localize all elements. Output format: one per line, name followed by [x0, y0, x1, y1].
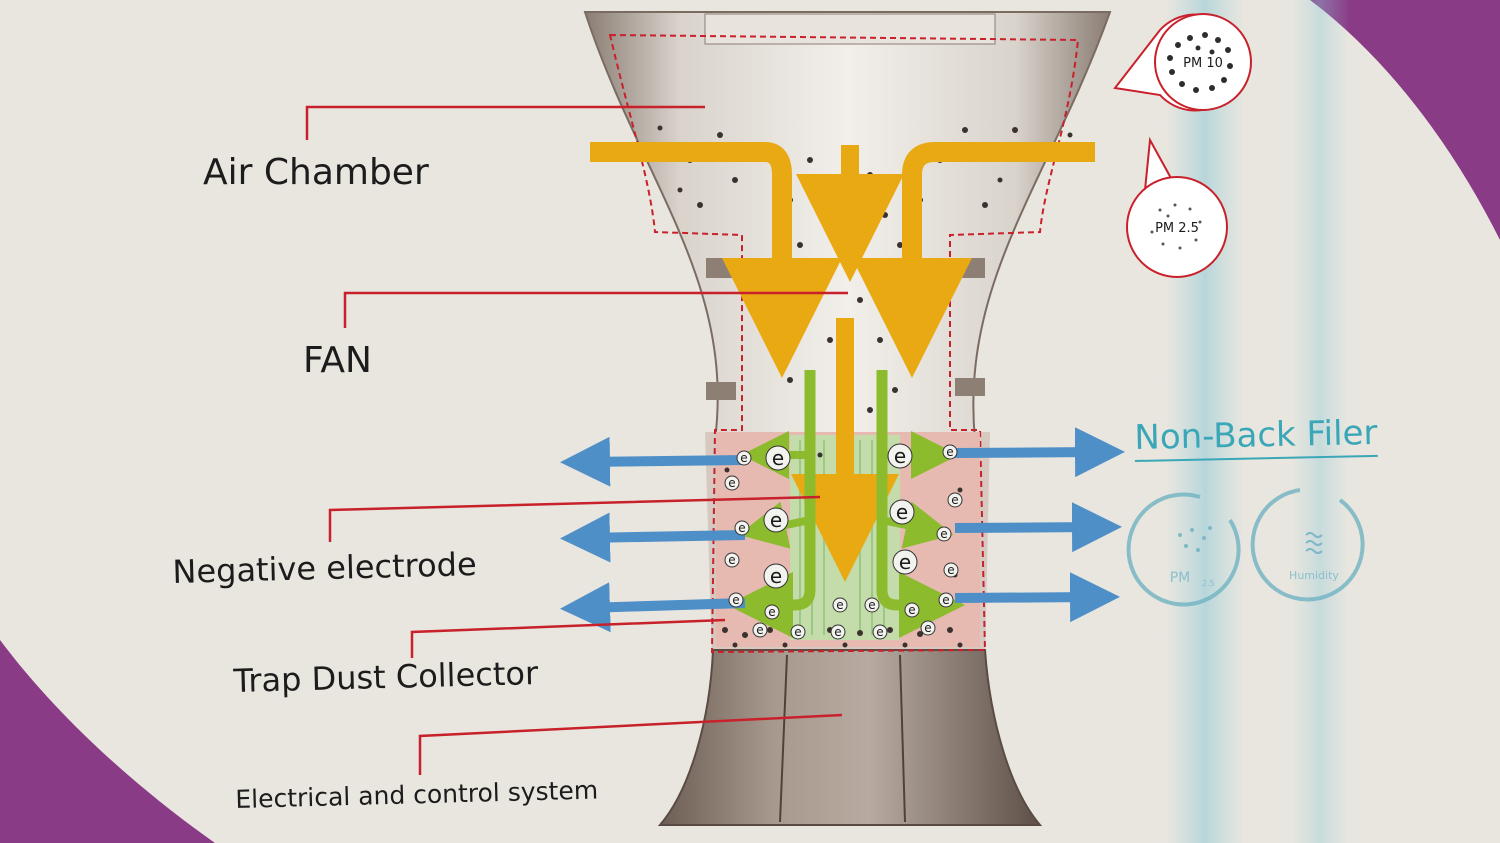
electron-mark: [920, 620, 936, 636]
electron-mark: [889, 499, 915, 525]
electron-symbol: e: [728, 553, 735, 567]
electron-mark: [872, 624, 888, 640]
electron-symbol: e: [740, 451, 747, 465]
electron-mark: [764, 604, 780, 620]
light-streak: [1290, 0, 1350, 843]
electron-symbol: e: [908, 603, 915, 617]
label-negative-electrode: Negative electrode: [172, 545, 478, 591]
electron-mark: [724, 552, 740, 568]
airflow-arrows: [590, 142, 1095, 582]
electron-symbol: e: [756, 623, 763, 637]
humidity-gauge: Humidity: [1250, 488, 1365, 602]
electron-mark: [832, 597, 848, 613]
electron-mark: [904, 602, 920, 618]
electron-mark: [864, 597, 880, 613]
dots-icon: [1167, 32, 1233, 93]
electron-symbol: e: [732, 593, 739, 607]
electron-mark: [887, 443, 913, 469]
electron-symbol: e: [947, 563, 954, 577]
electron-symbol: e: [770, 508, 782, 532]
electron-symbol: e: [836, 598, 843, 612]
electron-symbol: e: [899, 550, 911, 574]
electron-mark: [936, 526, 952, 542]
humidity-label: Humidity: [1289, 569, 1339, 582]
label-fan: FAN: [303, 340, 372, 381]
pm25-gauge: PM 2.5: [1126, 492, 1241, 607]
electron-symbol: e: [896, 500, 908, 524]
electron-mark: [728, 592, 744, 608]
pm25-gauge-sub: 2.5: [1202, 579, 1215, 588]
electron-symbol: e: [940, 527, 947, 541]
dots-icon: [1178, 526, 1212, 552]
electron-symbol: e: [794, 625, 801, 639]
electron-symbol: e: [772, 446, 784, 470]
pm10-bubble: PM 10: [1113, 13, 1252, 112]
outflow-arrows: [560, 427, 1125, 633]
label-trap-dust-collector: Trap Dust Collector: [233, 654, 539, 700]
label-air-chamber: Air Chamber: [203, 152, 429, 193]
electron-symbol: e: [868, 598, 875, 612]
electron-symbol: e: [738, 521, 745, 535]
electron-mark: [892, 549, 918, 575]
electron-mark: [724, 475, 740, 491]
electron-mark: [947, 492, 963, 508]
electron-mark: [830, 624, 846, 640]
pm25-gauge-label: PM: [1170, 570, 1191, 586]
electron-mark: [938, 592, 954, 608]
pm25-label: PM 2.5: [1155, 221, 1199, 236]
electron-symbol: e: [946, 445, 953, 459]
electron-symbol: e: [942, 593, 949, 607]
fine-dots-icon: [1150, 203, 1202, 250]
electron-mark: [942, 444, 958, 460]
electron-symbol: e: [834, 625, 841, 639]
electron-symbol: e: [894, 444, 906, 468]
electron-mark: [943, 562, 959, 578]
leader-lines: [305, 105, 848, 775]
electron-mark: [790, 624, 806, 640]
label-non-back-filter: Non-Back Filer: [1134, 412, 1378, 462]
electron-mark: [752, 622, 768, 638]
electron-symbol: e: [951, 493, 958, 507]
pm25-bubble: PM 2.5: [1126, 136, 1228, 278]
electron-mark: [763, 507, 789, 533]
electron-symbol: e: [876, 625, 883, 639]
electron-mark: [765, 445, 791, 471]
light-streak: [1165, 0, 1245, 843]
electron-mark: [763, 563, 789, 589]
pm10-label: PM 10: [1183, 56, 1223, 71]
electron-mark: [734, 520, 750, 536]
electron-mark: [736, 450, 752, 466]
waves-icon: [1305, 532, 1323, 554]
electron-symbol: e: [770, 564, 782, 588]
electron-symbol: e: [768, 605, 775, 619]
electron-symbol: e: [728, 476, 735, 490]
electron-symbol: e: [924, 621, 931, 635]
